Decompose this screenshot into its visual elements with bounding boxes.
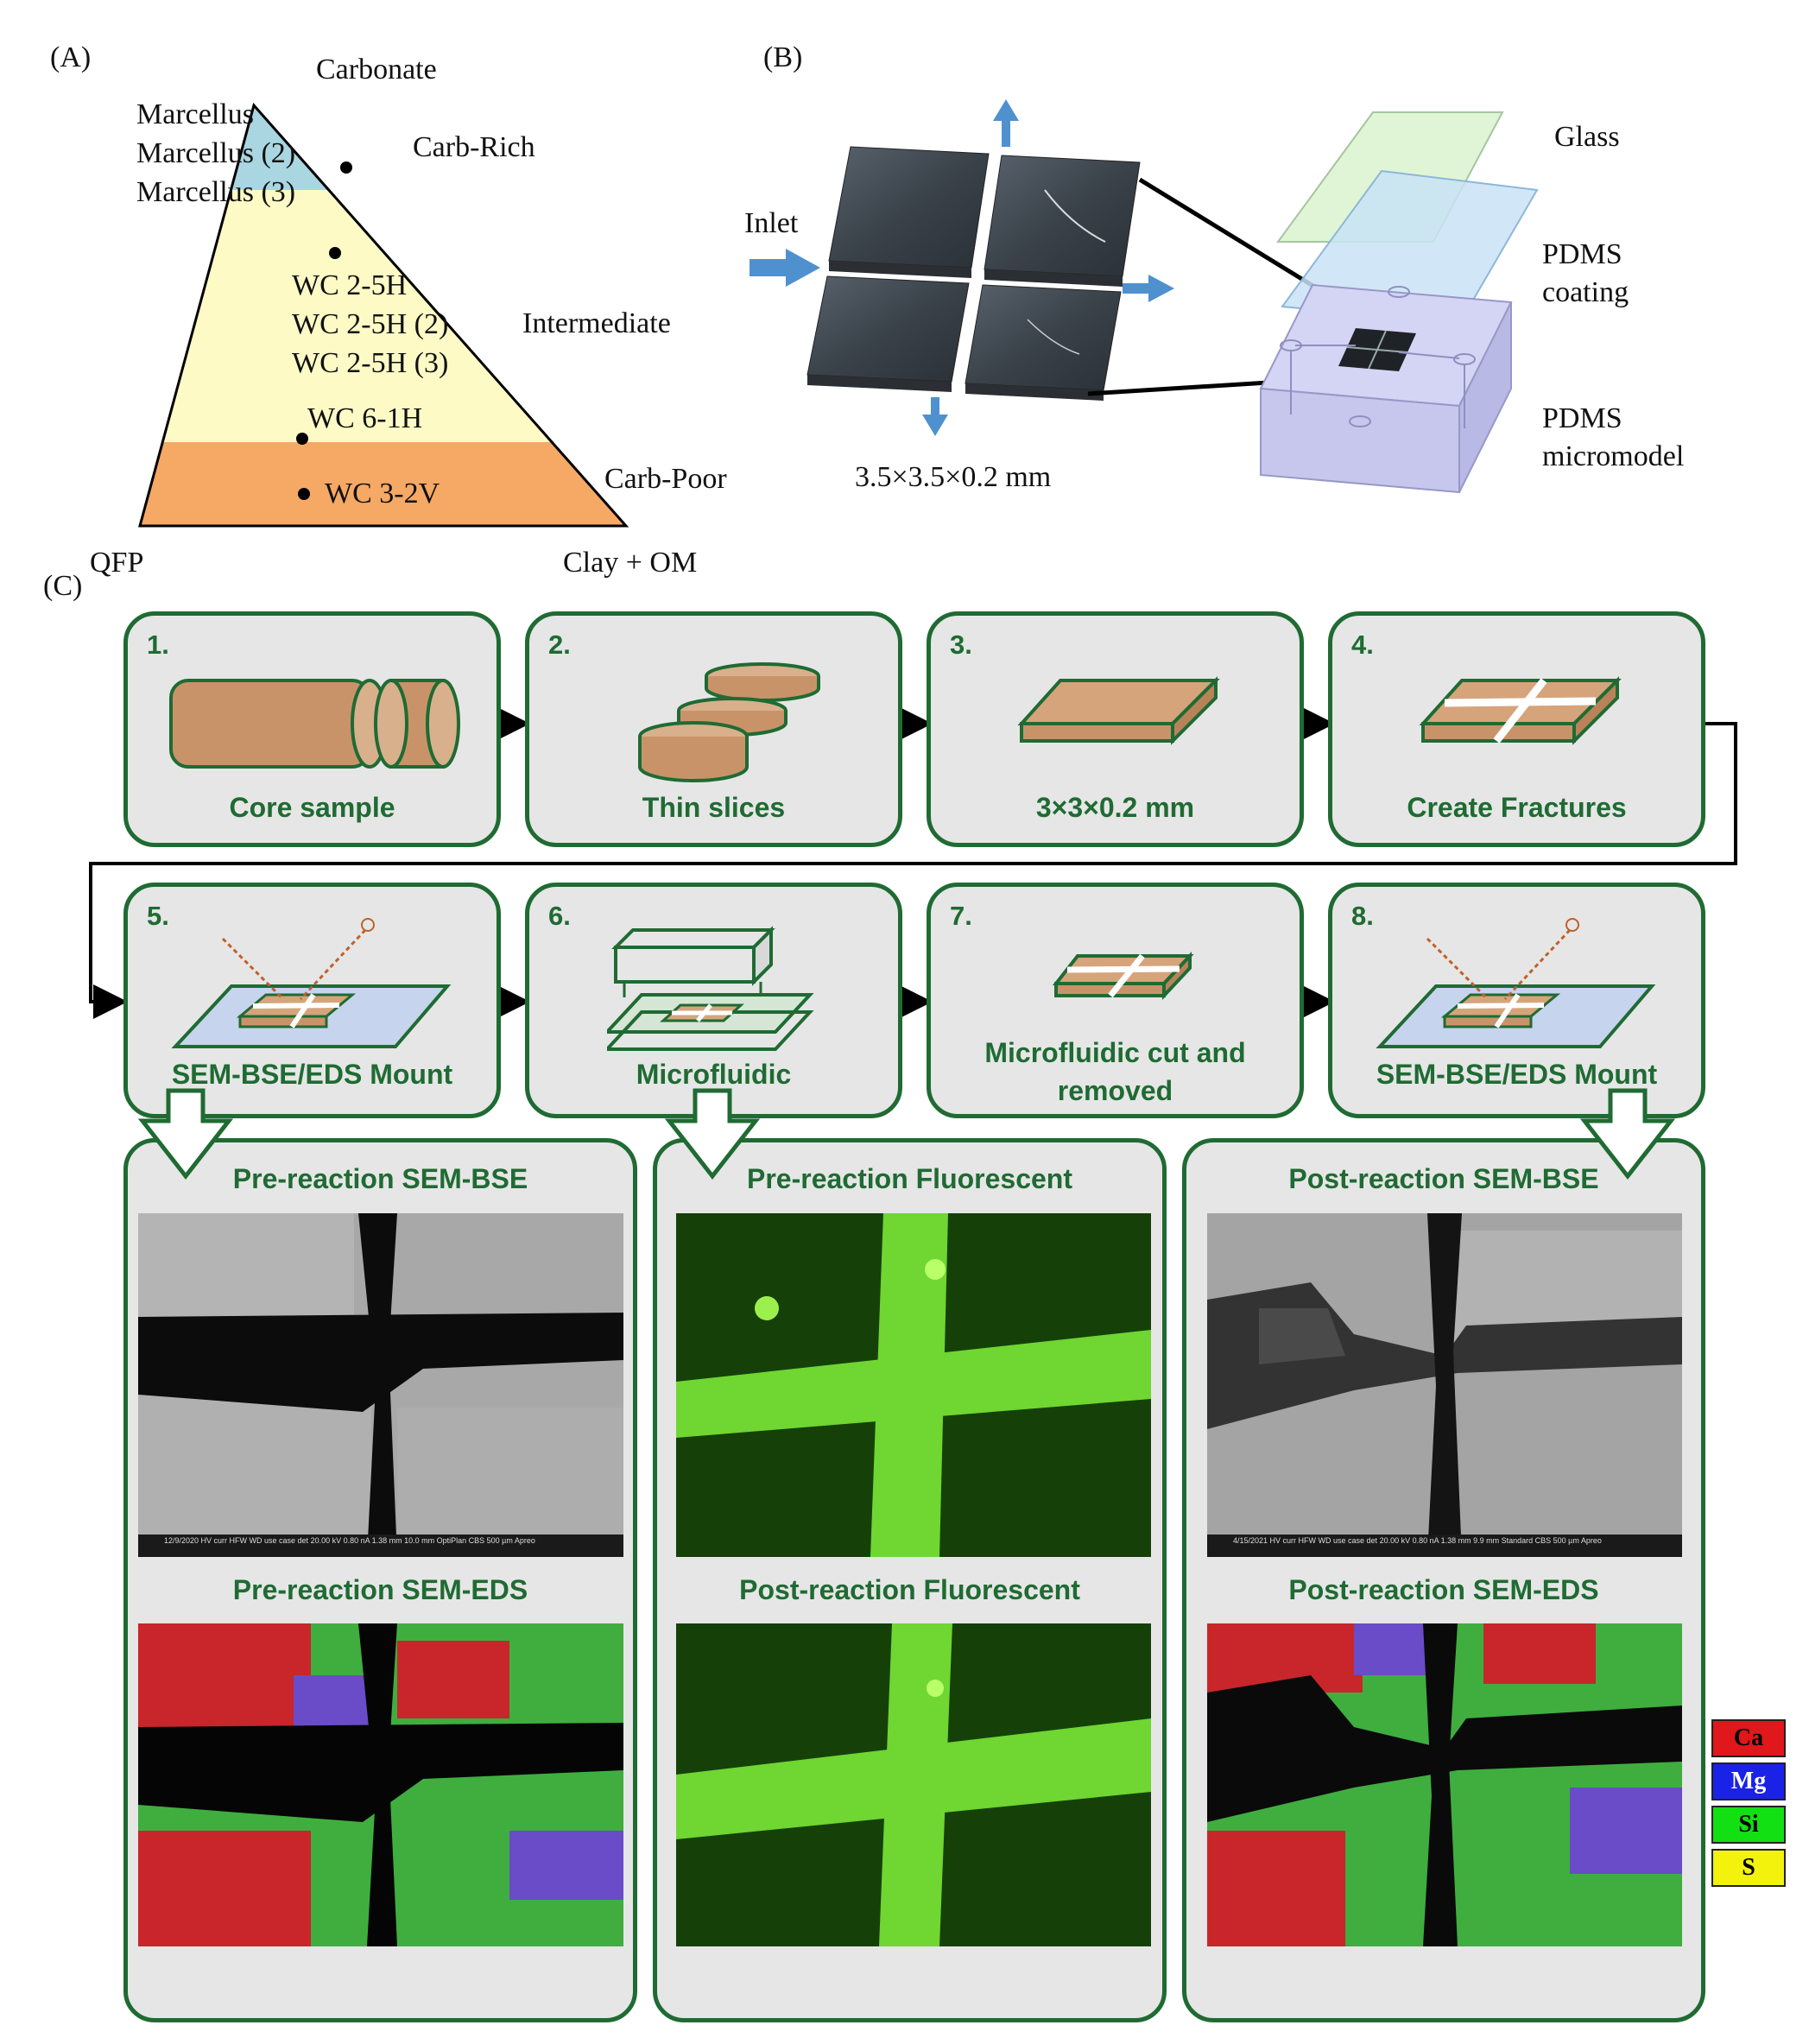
post-fluor-title: Post-reaction Fluorescent [739, 1574, 1080, 1605]
step-5-caption: SEM-BSE/EDS Mount [171, 1059, 453, 1090]
step-3-caption: 3×3×0.2 mm [1035, 792, 1195, 823]
microfluidic-schematic [750, 99, 1539, 494]
zone-mid-label: Intermediate [522, 307, 671, 339]
sem-mount-illustration-1 [171, 918, 452, 1048]
sample-wc25h-2: WC 2-5H (2) [292, 308, 449, 340]
zone-poor-label: Carb-Poor [604, 463, 727, 495]
sem-mount-illustration-2 [1376, 918, 1656, 1048]
pre-eds-image [138, 1623, 623, 1946]
step-7-caption: Microfluidic cut and removed [984, 1037, 1246, 1106]
legend-ca: Ca [1711, 1719, 1786, 1757]
step-2-box: 2. Thin slices [525, 611, 902, 847]
step-6-number: 6. [548, 901, 571, 931]
sample-wc25h-1: WC 2-5H [292, 269, 408, 301]
panel-a-label: (A) [50, 41, 92, 73]
legend-s: S [1711, 1849, 1786, 1887]
step-2-caption: Thin slices [642, 792, 786, 823]
rock-sample [806, 146, 1141, 401]
corner-left-label: QFP [90, 547, 144, 579]
apex-label: Carbonate [316, 54, 437, 85]
step-7-number: 7. [950, 901, 972, 931]
pre-bse-title: Pre-reaction SEM-BSE [232, 1163, 528, 1194]
post-eds-image [1207, 1623, 1682, 1946]
microfluidic-illustration [607, 926, 814, 1051]
post-eds-title: Post-reaction SEM-EDS [1288, 1574, 1599, 1605]
sample-wc32v: WC 3-2V [325, 478, 440, 509]
sample-marcellus-2: Marcellus (2) [136, 137, 296, 169]
pdms-micromodel-label-2: micromodel [1542, 440, 1685, 472]
pre-eds-title: Pre-reaction SEM-EDS [232, 1574, 528, 1605]
triangle-outline [138, 102, 629, 528]
zone-rich-label: Carb-Rich [413, 131, 535, 163]
sample-wc61h: WC 6-1H [307, 402, 423, 434]
panel-c-label: (C) [43, 570, 83, 602]
step-1-box: 1. Core sample [123, 611, 501, 847]
panel-b-label: (B) [763, 41, 803, 73]
post-bse-image: 4/15/2021 HV curr HFW WD use case det 20… [1207, 1213, 1682, 1557]
point-marcellus [340, 161, 352, 174]
pre-fluor-title: Pre-reaction Fluorescent [747, 1163, 1072, 1194]
core-sample-illustration [169, 679, 460, 769]
sample-wc25h-3: WC 2-5H (3) [292, 347, 449, 379]
step-1-caption: Core sample [229, 792, 395, 823]
step-1-number: 1. [147, 630, 169, 660]
corner-right-label: Clay + OM [563, 547, 698, 579]
step-6-box: 6. Microfluidic [525, 883, 902, 1118]
step-5-number: 5. [147, 901, 169, 931]
ternary-triangle [138, 102, 629, 528]
sample-size-label: 3.5×3.5×0.2 mm [855, 461, 1052, 493]
sem-info-bar-pre: 12/9/2020 HV curr HFW WD use case det 20… [164, 1536, 535, 1545]
result-panel-pre-sem: Pre-reaction SEM-BSE 12/9/2020 HV curr H… [123, 1138, 637, 2022]
point-wc-6-1h [296, 433, 308, 445]
post-fluor-image [676, 1623, 1151, 1946]
fractured-slab-illustration [1419, 676, 1622, 745]
step-8-number: 8. [1351, 901, 1374, 931]
step-4-caption: Create Fractures [1407, 792, 1627, 823]
sem-info-bar-post: 4/15/2021 HV curr HFW WD use case det 20… [1233, 1536, 1602, 1545]
sample-marcellus-3: Marcellus (3) [136, 176, 296, 208]
step-3-box: 3. 3×3×0.2 mm [927, 611, 1304, 847]
legend-si: Si [1711, 1806, 1786, 1844]
step-4-box: 4. Create Fractures [1328, 611, 1705, 847]
pre-bse-image: 12/9/2020 HV curr HFW WD use case det 20… [138, 1213, 623, 1557]
sample-marcellus-1: Marcellus [136, 98, 254, 130]
slab-illustration [1017, 676, 1220, 745]
step-7-box: 7. Microfluidic cut and removed [927, 883, 1304, 1118]
removed-slab-illustration [1052, 951, 1194, 1001]
pdms-micromodel-block [1259, 283, 1513, 494]
inlet-label: Inlet [744, 207, 799, 239]
post-bse-title: Post-reaction SEM-BSE [1288, 1163, 1599, 1194]
thin-slices-illustration [638, 662, 820, 782]
step-6-caption: Microfluidic [636, 1059, 792, 1090]
pdms-micromodel-label-1: PDMS [1542, 402, 1622, 434]
flow-arrows [750, 99, 1174, 436]
step-8-box: 8. SEM-BSE/EDS Mount [1328, 883, 1705, 1118]
result-panel-fluorescent: Pre-reaction Fluorescent Post-reaction F… [653, 1138, 1167, 2022]
pre-fluor-image [676, 1213, 1151, 1557]
result-panel-post-sem: Post-reaction SEM-BSE 4/15/2021 HV curr … [1182, 1138, 1705, 2022]
step-3-number: 3. [950, 630, 972, 660]
glass-label: Glass [1554, 121, 1620, 153]
point-wc-2-5h [329, 247, 341, 259]
step-4-number: 4. [1351, 630, 1374, 660]
point-wc-3-2v [298, 488, 310, 500]
pdms-coating-label-2: coating [1542, 276, 1629, 308]
step-2-number: 2. [548, 630, 571, 660]
zone-carb-poor [140, 442, 626, 526]
legend-mg: Mg [1711, 1762, 1786, 1800]
step-5-box: 5. SEM-BSE/EDS Mount [123, 883, 501, 1118]
step-8-caption: SEM-BSE/EDS Mount [1376, 1059, 1658, 1090]
pdms-coating-label-1: PDMS [1542, 238, 1622, 270]
